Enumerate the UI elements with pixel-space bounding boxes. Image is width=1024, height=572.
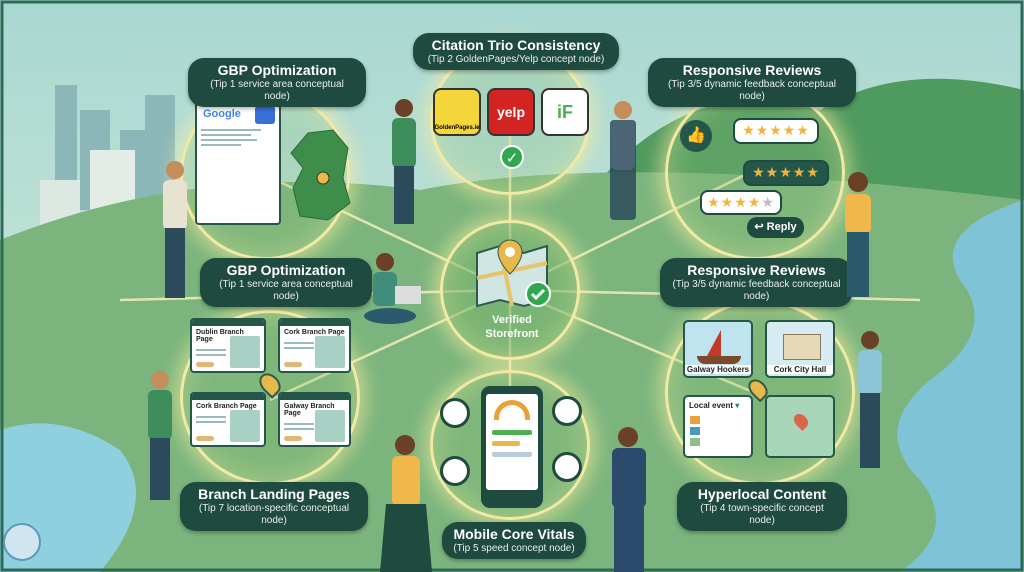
cork-city-hall-card[interactable]: Cork City Hall bbox=[765, 320, 835, 378]
speed-gauge-icon bbox=[494, 400, 530, 420]
folded-map-icon bbox=[476, 239, 551, 308]
callout-citation-trio: Citation Trio Consistency(Tip 2 GoldenPa… bbox=[413, 33, 619, 70]
callout-responsive-reviews-top: Responsive Reviews(Tip 3/5 dynamic feedb… bbox=[648, 58, 856, 107]
check-icon: ✓ bbox=[500, 145, 524, 169]
reply-arrow-icon: ↩ bbox=[754, 221, 767, 233]
sailboat-icon bbox=[707, 330, 721, 356]
yelp-logo: yelp bbox=[487, 88, 535, 136]
goldenpages-logo: GoldenPages.ie bbox=[433, 88, 481, 136]
map-pin-icon bbox=[791, 411, 811, 431]
review-5-stars-highlight: ★★★★★ bbox=[743, 160, 829, 186]
gauge-icon bbox=[440, 456, 470, 486]
stopwatch-icon bbox=[552, 396, 582, 426]
callout-gbp-optimization-mid: GBP Optimization(Tip 1 service area conc… bbox=[200, 258, 372, 307]
if-logo: iF bbox=[541, 88, 589, 136]
branch-page-card[interactable]: Dublin Branch Page bbox=[190, 318, 266, 373]
reply-button[interactable]: ↩ Reply bbox=[747, 217, 804, 238]
branch-page-card[interactable]: Galway Branch Page bbox=[278, 392, 351, 447]
callout-mobile-core-vitals: Mobile Core Vitals(Tip 5 speed concept n… bbox=[442, 522, 586, 559]
gauge-icon bbox=[440, 398, 470, 428]
review-5-stars: ★★★★★ bbox=[733, 118, 819, 144]
google-logo: Google bbox=[203, 108, 241, 120]
galway-hookers-card[interactable]: Galway Hookers bbox=[683, 320, 753, 378]
callout-branch-landing-pages: Branch Landing Pages(Tip 7 location-spec… bbox=[180, 482, 368, 531]
smartphone-icon bbox=[481, 386, 543, 508]
callout-responsive-reviews-mid: Responsive Reviews(Tip 3/5 dynamic feedb… bbox=[660, 258, 853, 307]
google-business-card: Google bbox=[195, 100, 281, 225]
town-map-card[interactable] bbox=[765, 395, 835, 458]
ireland-map-icon bbox=[290, 129, 351, 221]
river-right bbox=[897, 200, 1024, 572]
stopwatch-icon bbox=[552, 452, 582, 482]
local-event-card[interactable]: Local event ▾ bbox=[683, 395, 753, 458]
dropdown-icon: ▾ bbox=[735, 401, 740, 410]
building-icon bbox=[783, 334, 821, 360]
callout-gbp-optimization-top: GBP Optimization(Tip 1 service area conc… bbox=[188, 58, 366, 107]
branch-page-card[interactable]: Cork Branch Page bbox=[278, 318, 351, 373]
review-4-stars: ★★★★★ bbox=[700, 190, 782, 215]
thumbs-up-icon: 👍 bbox=[680, 120, 712, 152]
store-icon bbox=[255, 106, 275, 124]
branch-page-card[interactable]: Cork Branch Page bbox=[190, 392, 266, 447]
callout-hyperlocal-content: Hyperlocal Content(Tip 4 town-specific c… bbox=[677, 482, 847, 531]
